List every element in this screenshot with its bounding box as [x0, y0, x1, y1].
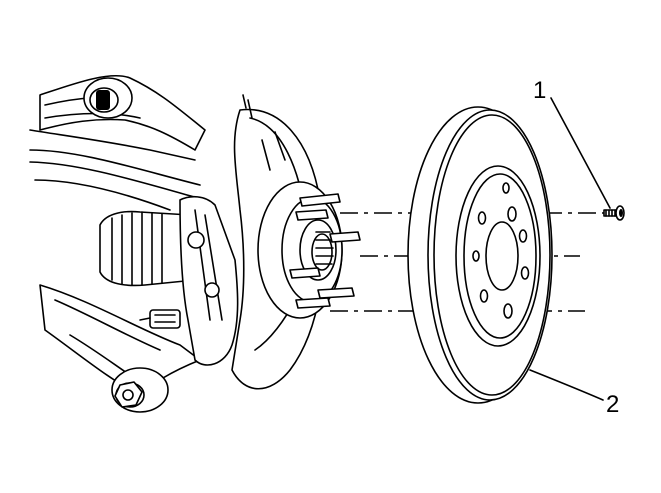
callout-label-2: 2 — [606, 391, 619, 418]
suspension-assembly — [29, 74, 361, 413]
rotor-retaining-screw — [603, 205, 625, 221]
wheel-studs — [289, 193, 361, 309]
leader-line-1 — [550, 97, 611, 209]
callout-2: 2 — [529, 369, 619, 418]
steering-knuckle — [139, 195, 239, 366]
callout-1: 1 — [533, 77, 611, 209]
callout-label-1: 1 — [533, 77, 546, 104]
leader-line-2 — [529, 369, 604, 401]
brake-rotor — [407, 106, 553, 404]
upper-bushing — [83, 77, 133, 119]
lower-bushing — [111, 367, 169, 413]
cv-boot — [99, 210, 196, 287]
